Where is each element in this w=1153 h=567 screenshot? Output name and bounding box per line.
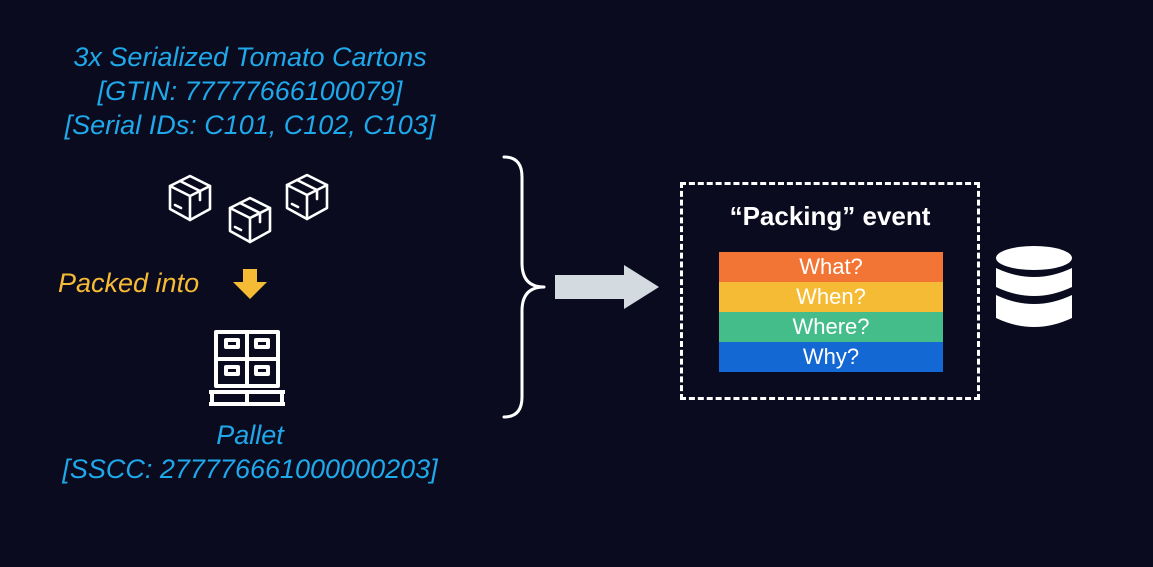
carton-title: 3x Serialized Tomato Cartons: [73, 42, 427, 72]
right-brace: [502, 155, 546, 419]
packing-event-box: “Packing” event What? When? Where? Why?: [680, 182, 980, 400]
carton-serial-ids: [Serial IDs: C101, C102, C103]: [64, 110, 436, 140]
carton-description: 3x Serialized Tomato Cartons [GTIN: 7777…: [30, 40, 470, 142]
question-where: Where?: [719, 312, 943, 342]
right-arrow-icon: [555, 265, 659, 309]
down-arrow-icon: [233, 269, 267, 299]
carton-box-icon: [285, 173, 329, 221]
database-icon: [996, 246, 1072, 327]
event-questions: What? When? Where? Why?: [719, 252, 943, 372]
pallet-sscc: [SSCC: 277776661000000203]: [62, 454, 438, 484]
question-why: Why?: [719, 342, 943, 372]
pallet-icon: [209, 330, 285, 406]
carton-box-icon: [228, 196, 272, 244]
packed-into-label: Packed into: [58, 268, 200, 298]
event-title: “Packing” event: [729, 201, 931, 231]
pallet-title: Pallet: [216, 420, 284, 450]
question-what: What?: [719, 252, 943, 282]
carton-gtin: [GTIN: 77777666100079]: [97, 76, 403, 106]
question-when: When?: [719, 282, 943, 312]
carton-box-icon: [168, 174, 212, 222]
pallet-description: Pallet [SSCC: 277776661000000203]: [30, 418, 470, 486]
